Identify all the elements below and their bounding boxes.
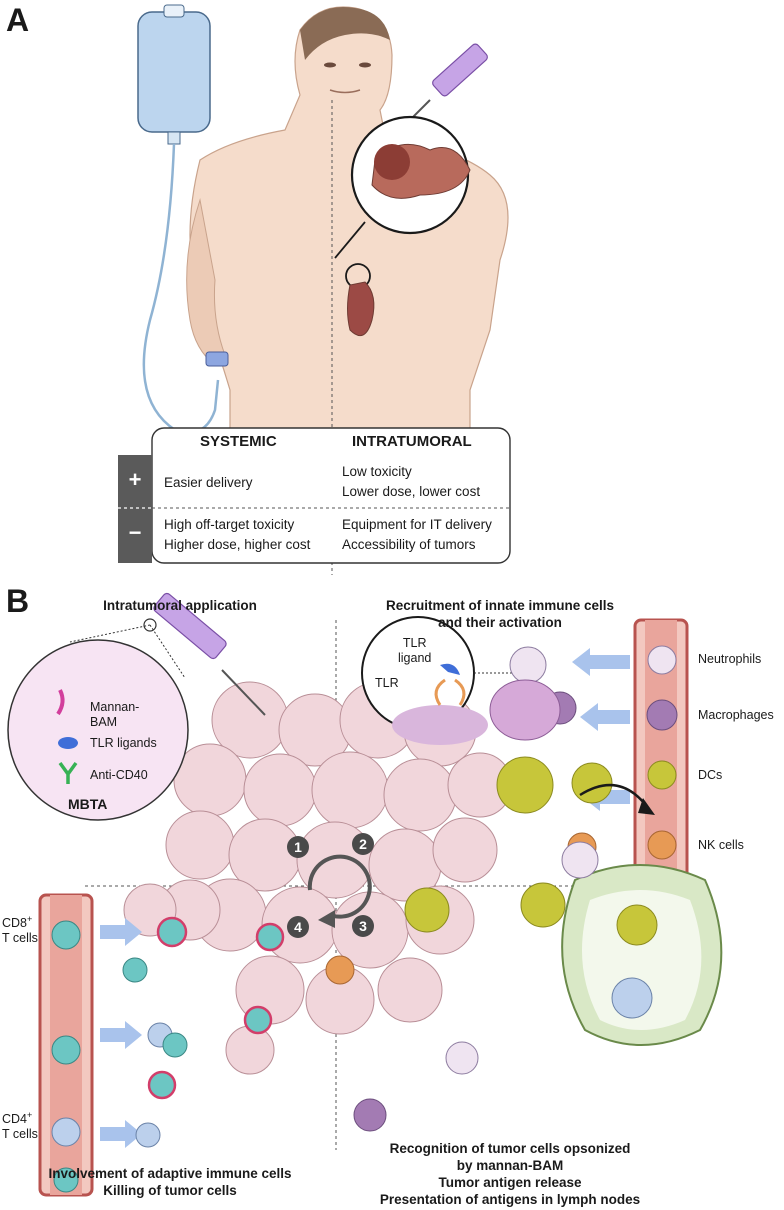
tlr-ligands-label: TLR ligands bbox=[90, 736, 157, 750]
injection-syringe bbox=[143, 592, 266, 716]
caption-innate-recruitment: Recruitment of innate immune cells and t… bbox=[385, 598, 615, 630]
panel-b-illustration bbox=[7, 592, 723, 1197]
caption-adaptive-involvement: Involvement of adaptive immune cells Kil… bbox=[48, 1166, 292, 1198]
neutrophils-label: Neutrophils bbox=[698, 652, 762, 666]
nk-cells-label: NK cells bbox=[698, 838, 744, 852]
plus-row-sign: + bbox=[128, 467, 142, 492]
step-3-badge: 3 bbox=[352, 915, 374, 937]
panel-a-illustration bbox=[118, 4, 511, 575]
panel-a-letter: A bbox=[6, 2, 30, 38]
tlr-receptor-label: TLR bbox=[375, 676, 399, 690]
caption-intratumoral-application: Intratumoral application bbox=[103, 598, 257, 613]
panel-b-letter: B bbox=[6, 583, 30, 619]
tlr-ligand-inset-label: TLR ligand bbox=[398, 636, 432, 665]
tlr-ligand-icon bbox=[58, 737, 78, 749]
mbta-title: MBTA bbox=[68, 796, 108, 812]
syringe-icon bbox=[399, 43, 488, 131]
table-header-systemic: SYSTEMIC bbox=[200, 433, 277, 450]
step-1-badge: 1 bbox=[287, 836, 309, 858]
cd4-t-cells-label: CD4+ T cells bbox=[2, 1110, 38, 1142]
caption-recognition: Recognition of tumor cells opsonized by … bbox=[379, 1141, 641, 1207]
minus-row-sign: − bbox=[128, 520, 142, 545]
step-4-badge: 4 bbox=[287, 916, 309, 938]
anti-cd40-icon bbox=[58, 761, 78, 784]
macrophages-label: Macrophages bbox=[698, 708, 774, 722]
mannan-bam-icon bbox=[56, 689, 65, 716]
anti-cd40-label: Anti-CD40 bbox=[90, 768, 148, 782]
systemic-pro: Easier delivery bbox=[164, 475, 253, 490]
table-header-intratumoral: INTRATUMORAL bbox=[352, 433, 472, 450]
cd8-t-cells-label: CD8+ T cells bbox=[2, 914, 38, 946]
intratumoral-pros: Low toxicity Lower dose, lower cost bbox=[342, 464, 481, 499]
tumor-zoom-circle bbox=[334, 115, 471, 337]
mbta-legend-circle bbox=[7, 639, 189, 821]
step-2-badge: 2 bbox=[352, 833, 374, 855]
dcs-label: DCs bbox=[698, 768, 723, 782]
lymph-node bbox=[561, 783, 723, 1046]
mannan-bam-label: Mannan- BAM bbox=[90, 700, 140, 729]
patient-torso bbox=[186, 6, 509, 431]
systemic-cons: High off-target toxicity Higher dose, hi… bbox=[164, 517, 311, 552]
intratumoral-cons: Equipment for IT delivery Accessibility … bbox=[342, 517, 492, 552]
